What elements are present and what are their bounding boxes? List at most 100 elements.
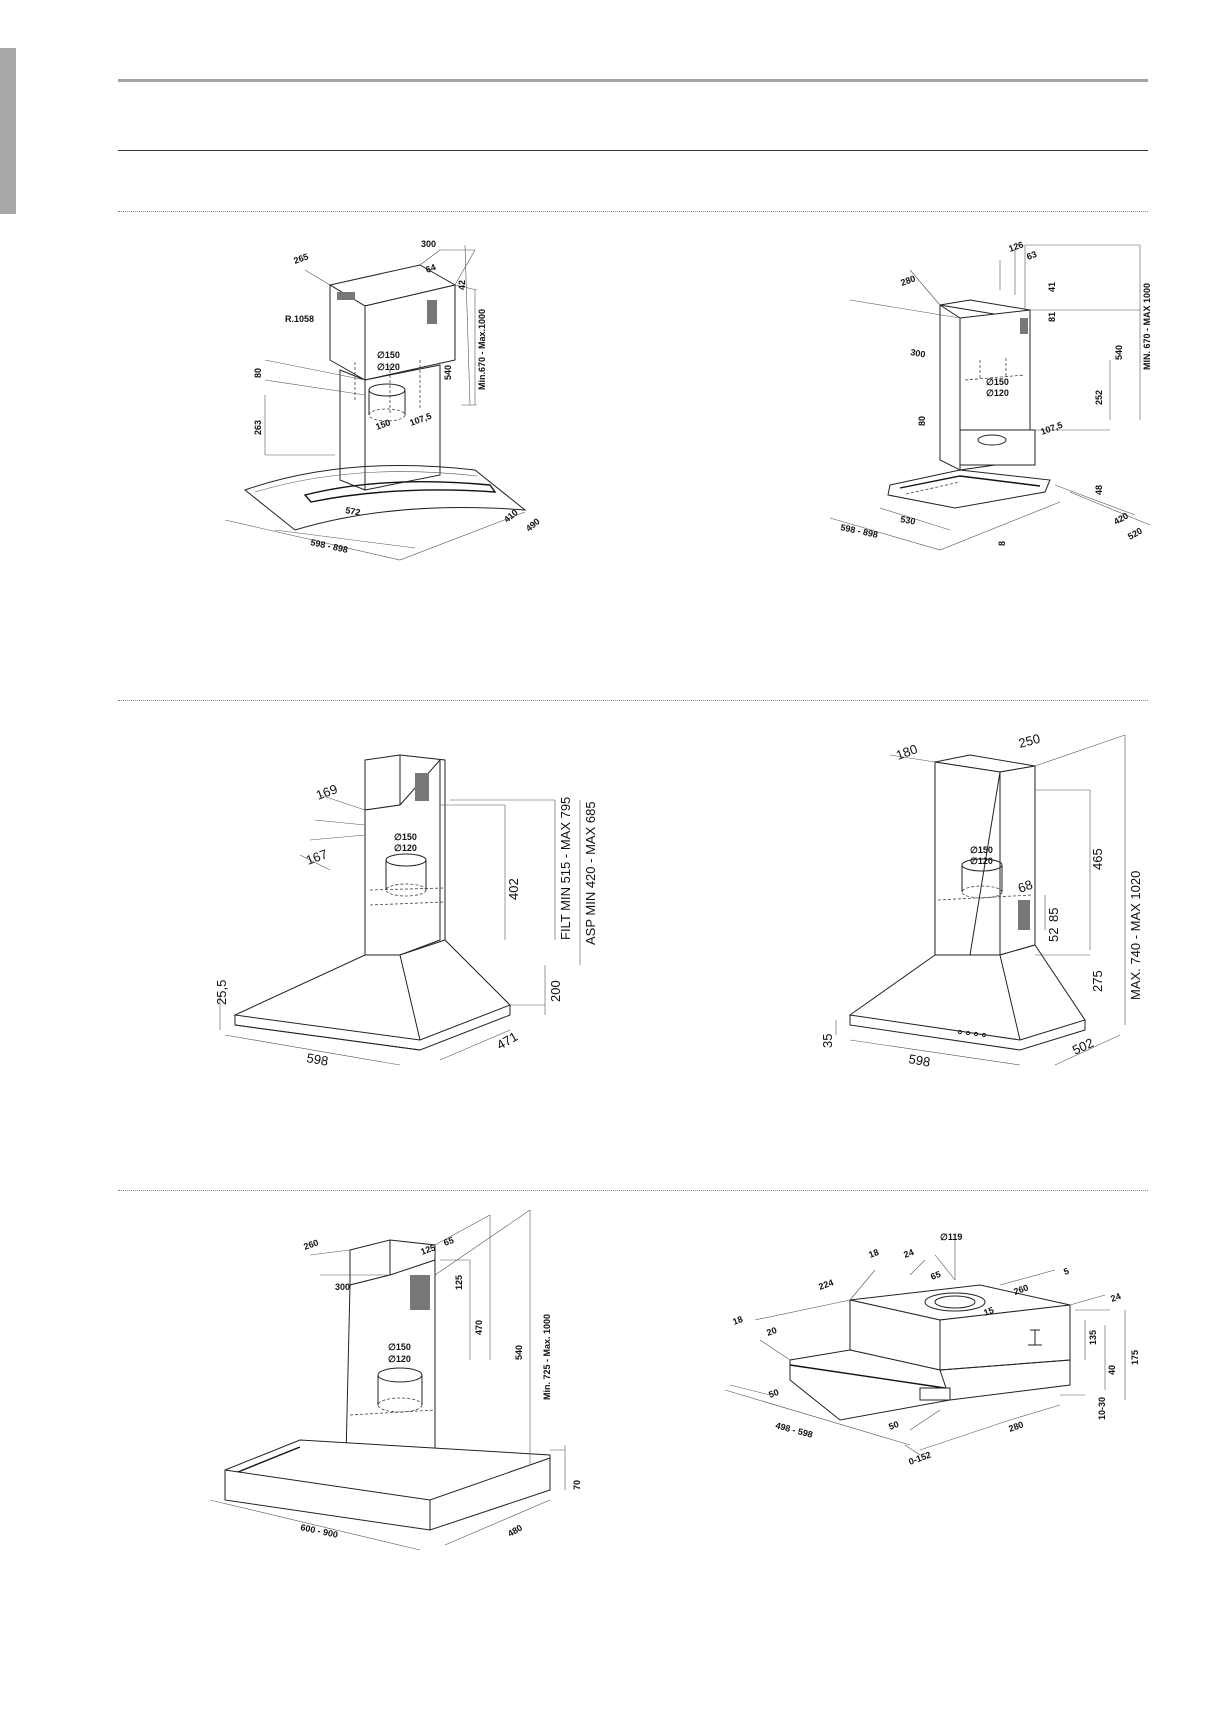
dim-169: 169 — [314, 781, 340, 803]
dim-470: 470 — [474, 1320, 484, 1335]
dimension-lines — [219, 794, 581, 1066]
dim-height-range: MIN. 670 - MAX 1000 — [1142, 283, 1152, 370]
duct-119: ∅119 — [940, 1232, 962, 1242]
dim-40: 40 — [1107, 1365, 1117, 1375]
dim-498-598: 498 - 598 — [774, 1420, 813, 1440]
vent-grille-top — [337, 292, 355, 300]
vent-grille — [1018, 900, 1030, 930]
dimension-lines — [724, 1240, 1126, 1456]
dim-80: 80 — [253, 368, 263, 378]
dim-540: 540 — [514, 1345, 524, 1360]
dim-asp-range: ASP MIN 420 - MAX 685 — [583, 801, 598, 945]
dim-224: 224 — [817, 1277, 835, 1292]
dim-41: 41 — [1047, 282, 1057, 292]
dim-540: 540 — [1114, 345, 1124, 360]
dim-24a: 24 — [902, 1247, 915, 1260]
dim-265: 265 — [292, 251, 310, 266]
dimension-lines — [829, 244, 1151, 551]
hood-diagram-box: 260 125 65 300 125 470 540 Min. 725 - Ma… — [190, 1200, 590, 1560]
dim-25-5: 25,5 — [214, 980, 229, 1005]
dim-260: 260 — [1012, 1282, 1030, 1297]
dim-260: 260 — [302, 1237, 320, 1252]
dim-126: 126 — [1007, 239, 1025, 254]
dim-135: 135 — [1088, 1330, 1098, 1345]
dim-height-range: Min. 725 - Max. 1000 — [542, 1314, 552, 1400]
dim-52: 52 — [1046, 928, 1061, 942]
dim-300: 300 — [421, 239, 436, 249]
hood-body-drawing — [848, 754, 1086, 1051]
dim-300: 300 — [910, 347, 927, 359]
dim-50a: 50 — [767, 1387, 780, 1400]
dim-540: 540 — [443, 365, 453, 380]
dim-15: 15 — [982, 1305, 995, 1318]
dim-465: 465 — [1090, 848, 1105, 870]
dimension-lines — [224, 244, 526, 561]
dim-8: 8 — [997, 541, 1007, 546]
dim-0-152: 0-152 — [907, 1450, 932, 1467]
dim-64: 64 — [424, 262, 437, 275]
dim-85: 85 — [1046, 908, 1061, 922]
dim-420: 420 — [1112, 511, 1130, 527]
duct-150: ∅150 — [986, 377, 1009, 387]
dim-42: 42 — [457, 280, 467, 290]
dim-263: 263 — [253, 420, 263, 435]
dim-height-range: MAX. 740 - MAX 1020 — [1128, 871, 1143, 1000]
dim-80: 80 — [917, 416, 927, 426]
dim-65: 65 — [442, 1235, 455, 1248]
hood-diagram-telescopic: ∅119 18 224 18 24 65 260 5 24 15 135 20 … — [710, 1220, 1170, 1540]
duct-120: ∅120 — [377, 362, 400, 372]
hood-body-drawing — [243, 264, 527, 531]
dimension-lines — [209, 1209, 566, 1551]
vent-grille — [410, 1275, 430, 1310]
dim-402: 402 — [506, 878, 521, 900]
vent-grille — [1020, 318, 1028, 334]
dim-300: 300 — [335, 1282, 350, 1292]
dim-280: 280 — [1007, 1419, 1025, 1434]
dim-598-898: 598 - 898 — [840, 522, 879, 540]
duct-120: ∅120 — [394, 843, 417, 853]
dim-250: 250 — [1017, 731, 1042, 751]
dim-81: 81 — [1047, 312, 1057, 322]
section-divider-1 — [118, 211, 1148, 212]
dim-18a: 18 — [731, 1314, 744, 1327]
header-rule-top — [118, 79, 1148, 82]
dim-280: 280 — [899, 273, 917, 288]
dim-18b: 18 — [867, 1247, 880, 1260]
dim-167: 167 — [304, 846, 330, 868]
dim-572: 572 — [345, 505, 362, 517]
hood-diagram-curved-glass: 300 265 64 42 R.1058 Min.670 - Max.1000 … — [215, 230, 575, 570]
dim-471: 471 — [494, 1029, 520, 1053]
dim-20: 20 — [765, 1325, 778, 1338]
dim-height-range: Min.670 - Max.1000 — [477, 309, 487, 390]
header-rule-bottom — [118, 150, 1148, 151]
duct-150: ∅150 — [377, 350, 400, 360]
dim-600-900: 600 - 900 — [300, 1522, 339, 1540]
duct-120: ∅120 — [388, 1354, 411, 1364]
dim-175: 175 — [1130, 1350, 1140, 1365]
dim-150: 150 — [374, 417, 392, 432]
dim-520: 520 — [1126, 526, 1144, 542]
hood-diagram-pyramid: 169 167 ∅150 ∅120 402 FILT MIN 515 - MAX… — [210, 740, 610, 1085]
dim-125: 125 — [419, 1242, 437, 1257]
vent-grille-side — [427, 300, 437, 324]
dim-107-5: 107,5 — [1039, 420, 1064, 437]
dim-200: 200 — [548, 980, 563, 1002]
duct-150: ∅150 — [388, 1342, 411, 1352]
duct-150: ∅150 — [394, 832, 417, 842]
dim-24b: 24 — [1109, 1291, 1122, 1304]
hood-body-drawing — [887, 299, 1051, 509]
dim-50b: 50 — [887, 1419, 900, 1432]
dim-63: 63 — [1025, 249, 1038, 262]
dim-598-898: 598 - 898 — [310, 537, 349, 555]
hood-diagram-pyramid-tall: 180 250 465 ∅150 ∅120 68 85 52 275 MAX. … — [820, 730, 1170, 1090]
dim-125b: 125 — [454, 1275, 464, 1290]
dim-502: 502 — [1070, 1035, 1096, 1058]
dim-70: 70 — [572, 1480, 582, 1490]
hood-body-drawing — [224, 1239, 551, 1531]
dim-48: 48 — [1094, 485, 1104, 495]
dim-35: 35 — [820, 1034, 835, 1048]
duct-120: ∅120 — [970, 856, 993, 866]
hood-body-drawing — [233, 754, 511, 1051]
dim-180: 180 — [894, 741, 920, 763]
dim-68: 68 — [1016, 877, 1035, 896]
